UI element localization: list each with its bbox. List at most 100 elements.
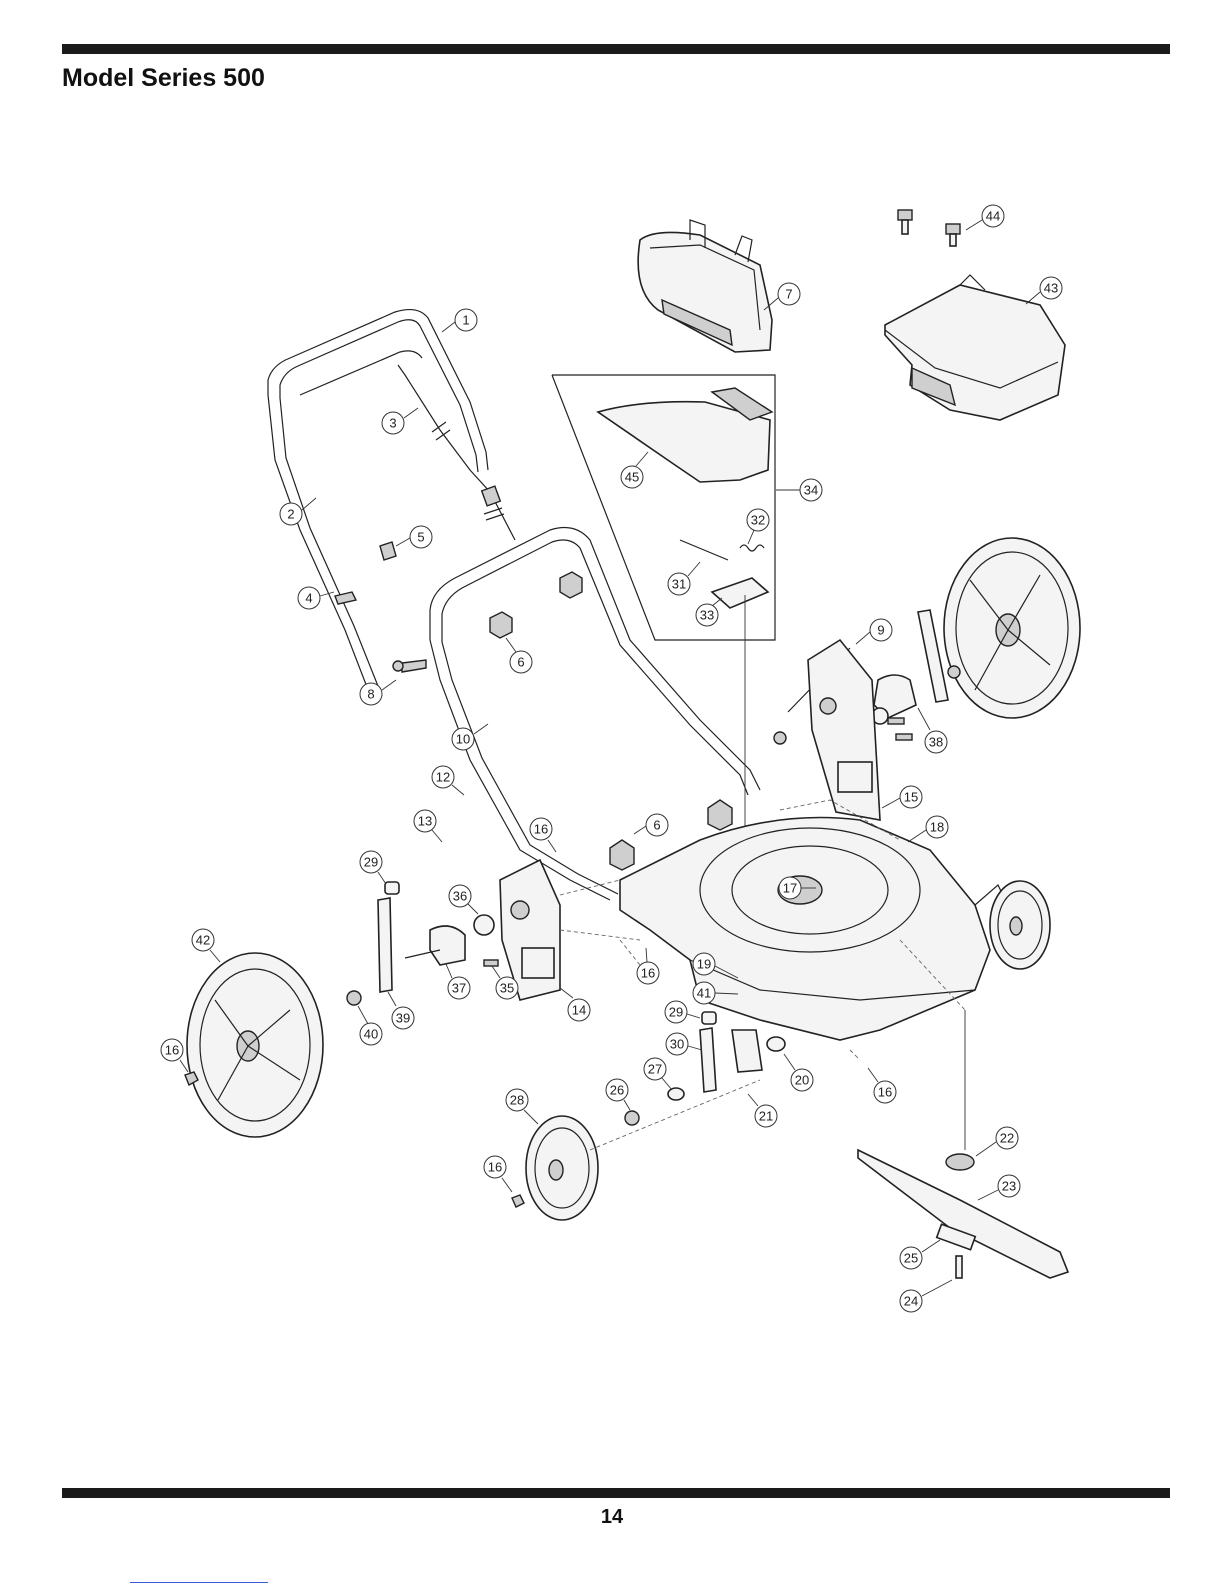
callout-38: 38	[918, 708, 947, 753]
svg-text:13: 13	[418, 814, 432, 829]
svg-text:42: 42	[196, 933, 210, 948]
callout-30: 30	[666, 1033, 702, 1055]
right-wheel-plate	[774, 640, 912, 820]
control-cable	[398, 365, 515, 540]
svg-text:31: 31	[672, 577, 686, 592]
svg-text:43: 43	[1044, 281, 1058, 296]
callout-2: 2	[280, 498, 316, 525]
callout-44: 44	[966, 205, 1004, 230]
svg-text:35: 35	[500, 981, 514, 996]
svg-text:2: 2	[287, 507, 294, 522]
callout-9: 9	[856, 619, 892, 644]
callout-29b: 29	[665, 1001, 700, 1023]
svg-text:27: 27	[648, 1062, 662, 1077]
right-rear-wheel	[944, 538, 1080, 718]
callout-39: 39	[388, 992, 414, 1029]
callout-16b: 16	[637, 948, 659, 984]
callout-32: 32	[747, 509, 769, 544]
rear-housing	[885, 275, 1065, 420]
svg-text:9: 9	[877, 623, 884, 638]
svg-text:6: 6	[653, 818, 660, 833]
callout-45: 45	[621, 452, 648, 488]
svg-text:24: 24	[904, 1294, 918, 1309]
svg-text:37: 37	[452, 981, 466, 996]
svg-text:29: 29	[669, 1005, 683, 1020]
callout-3: 3	[382, 408, 418, 434]
svg-text:28: 28	[510, 1093, 524, 1108]
front-left-wheel	[512, 1116, 598, 1220]
callout-31: 31	[668, 562, 700, 595]
svg-text:41: 41	[697, 986, 711, 1001]
callout-28: 28	[506, 1089, 538, 1124]
svg-text:16: 16	[165, 1043, 179, 1058]
svg-text:39: 39	[396, 1011, 410, 1026]
callout-6a: 6	[506, 638, 532, 673]
svg-text:30: 30	[670, 1037, 684, 1052]
callout-4: 4	[298, 587, 334, 609]
svg-text:16: 16	[878, 1085, 892, 1100]
svg-text:3: 3	[389, 416, 396, 431]
svg-text:14: 14	[572, 1003, 586, 1018]
callout-34: 34	[776, 479, 822, 501]
callout-1: 1	[442, 309, 477, 332]
callout-16e: 16	[484, 1156, 512, 1192]
footer-link-underline	[130, 1582, 268, 1583]
callout-22: 22	[976, 1127, 1018, 1156]
svg-text:16: 16	[641, 966, 655, 981]
left-rear-wheel	[185, 953, 323, 1137]
svg-text:44: 44	[986, 209, 1000, 224]
left-height-adjuster	[347, 882, 465, 1005]
right-front-wheel	[990, 881, 1050, 969]
callout-7: 7	[764, 283, 800, 310]
svg-text:23: 23	[1002, 1179, 1016, 1194]
svg-text:33: 33	[700, 608, 714, 623]
mulch-plug	[598, 388, 772, 482]
svg-text:32: 32	[751, 513, 765, 528]
svg-text:45: 45	[625, 470, 639, 485]
callout-21: 21	[748, 1094, 777, 1127]
svg-text:34: 34	[804, 483, 818, 498]
page-number: 14	[0, 1506, 1224, 1529]
callout-18: 18	[908, 816, 948, 842]
svg-text:4: 4	[305, 591, 312, 606]
svg-text:21: 21	[759, 1109, 773, 1124]
svg-text:38: 38	[929, 735, 943, 750]
svg-text:6: 6	[517, 655, 524, 670]
svg-text:25: 25	[904, 1251, 918, 1266]
callout-12: 12	[432, 766, 464, 795]
callout-26: 26	[606, 1079, 630, 1110]
svg-text:16: 16	[534, 822, 548, 837]
callout-37: 37	[446, 964, 470, 999]
svg-text:20: 20	[795, 1073, 809, 1088]
small-hardware-left	[335, 542, 426, 672]
svg-text:5: 5	[417, 530, 424, 545]
svg-text:36: 36	[453, 889, 467, 904]
callout-33: 33	[696, 598, 722, 626]
callout-16d: 16	[868, 1068, 896, 1103]
svg-text:15: 15	[904, 790, 918, 805]
callout-24: 24	[900, 1280, 952, 1312]
svg-text:8: 8	[367, 687, 374, 702]
callout-42: 42	[192, 929, 220, 962]
left-wheel-plate	[474, 860, 560, 1000]
svg-text:22: 22	[1000, 1131, 1014, 1146]
callout-23: 23	[978, 1175, 1020, 1200]
svg-text:12: 12	[436, 770, 450, 785]
callout-27: 27	[644, 1058, 672, 1090]
blade-assembly	[858, 1010, 1068, 1278]
svg-text:18: 18	[930, 820, 944, 835]
svg-text:10: 10	[456, 732, 470, 747]
callout-15: 15	[882, 786, 922, 808]
callout-20: 20	[784, 1054, 813, 1091]
rear-housing-bolts	[898, 210, 960, 246]
callout-13: 13	[414, 810, 442, 842]
callout-29a: 29	[360, 851, 386, 884]
svg-text:1: 1	[462, 313, 469, 328]
footer-rule-bar	[62, 1488, 1170, 1498]
svg-text:40: 40	[364, 1027, 378, 1042]
grass-bag	[638, 220, 772, 352]
callout-5: 5	[396, 526, 432, 548]
svg-text:7: 7	[785, 287, 792, 302]
svg-text:16: 16	[488, 1160, 502, 1175]
callout-16c: 16	[161, 1039, 188, 1072]
